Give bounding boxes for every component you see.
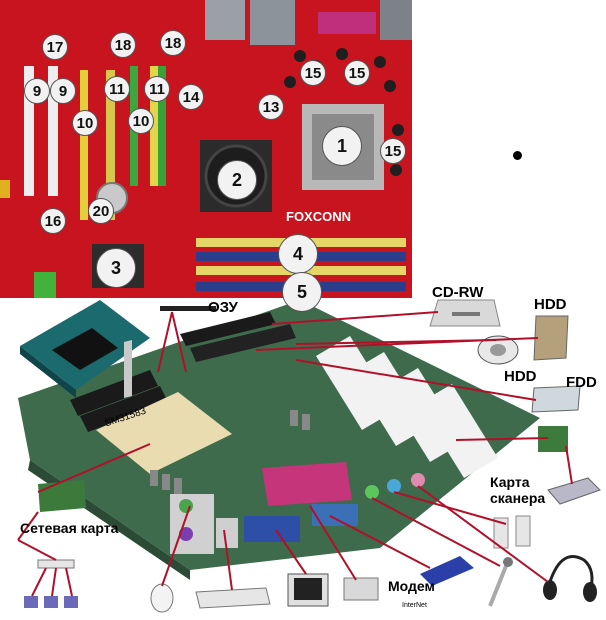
cpu-chip [20,300,150,398]
marker-18b: 18 [160,30,186,56]
marker-9b: 9 [50,78,76,104]
marker-18a: 18 [110,32,136,58]
hdd-drive-top [533,315,569,361]
cdrw-drive [429,299,501,327]
marker-5: 5 [282,272,322,312]
marker-16: 16 [40,208,66,234]
headphones [543,555,597,602]
label-scanner-card: Карта сканера [490,474,546,506]
ram-module [124,340,132,398]
label-network-card: Сетевая карта [20,520,119,536]
modem [420,556,474,586]
marker-15a: 15 [300,60,326,86]
marker-15c: 15 [380,138,406,164]
marker-20: 20 [88,198,114,224]
marker-10b: 10 [128,108,154,134]
label-fdd: FDD [566,374,597,391]
mouse [150,583,174,613]
marker-17: 17 [42,34,68,60]
monitor [287,573,329,607]
printer [343,577,379,601]
keyboard [195,587,271,609]
speakers [493,515,531,549]
label-cdrw: CD-RW [432,284,484,301]
fdd-drive [531,385,581,413]
marker-4: 4 [278,234,318,274]
marker-15b: 15 [344,60,370,86]
marker-3: 3 [96,248,136,288]
marker-9a: 9 [24,78,50,104]
marker-2: 2 [217,160,257,200]
marker-10a: 10 [72,110,98,136]
marker-13: 13 [258,94,284,120]
label-internet: InterNet [402,602,427,609]
brand-text: FOXCONN [286,209,351,224]
ram-stick [160,306,216,311]
network-card [38,480,86,512]
scanner [547,477,601,505]
label-modem: Модем [388,578,435,594]
label-hdd-mid: HDD [504,368,537,385]
microphone [488,557,513,607]
green-motherboard [18,300,540,580]
marker-1: 1 [322,126,362,166]
label-hdd-top: HDD [534,296,567,313]
marker-11b: 11 [144,76,170,102]
connection-lines [17,311,573,597]
black-dot [513,151,522,160]
label-ram: ОЗУ [208,299,238,316]
hdd-drive-open [477,335,519,365]
marker-11a: 11 [104,76,130,102]
marker-14: 14 [178,84,204,110]
